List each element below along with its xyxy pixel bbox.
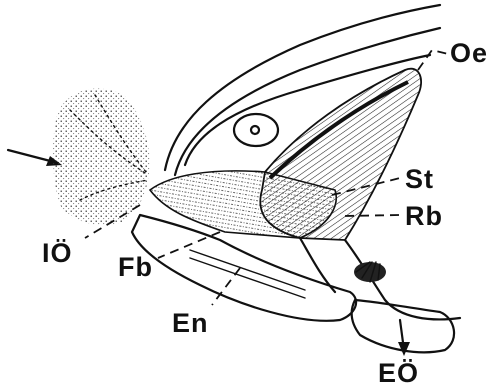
label-eo: EÖ [378,358,419,388]
label-en: En [172,308,209,338]
eye [234,114,278,146]
label-io: IÖ [42,238,73,268]
eo-structures [345,240,460,356]
particle-cloud [53,89,150,226]
label-rb: Rb [405,201,443,231]
radial-organ [354,262,386,282]
label-st: St [405,164,434,194]
label-oe: Oe [450,38,488,68]
label-fb: Fb [118,252,153,282]
